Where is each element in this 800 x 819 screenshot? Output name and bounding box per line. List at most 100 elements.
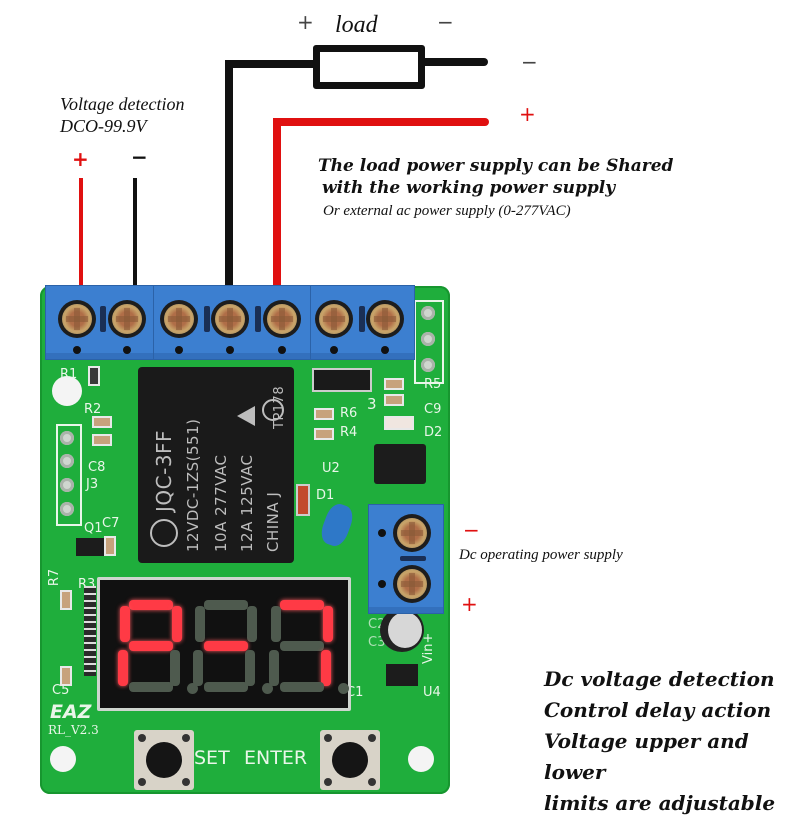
r2-resistor bbox=[92, 416, 112, 428]
relay-model: JQC-3FF bbox=[152, 429, 176, 512]
detection-positive-wire bbox=[79, 178, 83, 288]
detection-minus-sign: − bbox=[131, 145, 148, 169]
terminal-screw-output-1[interactable] bbox=[315, 300, 353, 338]
terminal-divider bbox=[100, 306, 106, 332]
terminal-screw-detection-minus[interactable] bbox=[108, 300, 146, 338]
terminal-divider bbox=[204, 306, 210, 332]
jumper bbox=[312, 368, 372, 392]
silk-c8: C8 bbox=[88, 460, 106, 475]
silk-version: RL_V2.3 bbox=[48, 723, 99, 737]
terminal-screw-dc-plus[interactable] bbox=[393, 565, 431, 603]
display-digit-2 bbox=[193, 600, 273, 694]
feature-item: Control delay action bbox=[544, 698, 772, 722]
terminal-wire-entry bbox=[378, 580, 386, 588]
terminal-divider bbox=[400, 556, 426, 561]
set-button[interactable] bbox=[134, 730, 194, 790]
r5-resistor bbox=[384, 378, 404, 390]
header-outline bbox=[414, 300, 444, 384]
button-pin bbox=[368, 734, 376, 742]
certification-triangle-icon bbox=[237, 406, 255, 426]
feature-item: Dc voltage detection bbox=[544, 667, 775, 691]
c7-capacitor bbox=[104, 536, 116, 556]
mounting-hole bbox=[408, 746, 434, 772]
decimal-point bbox=[187, 683, 198, 694]
mounting-hole bbox=[52, 376, 82, 406]
button-pin bbox=[138, 778, 146, 786]
segment-b bbox=[172, 606, 182, 642]
terminal-wire-entry bbox=[226, 346, 234, 354]
segment-d bbox=[129, 682, 173, 692]
button-pin bbox=[324, 734, 332, 742]
segment-e bbox=[118, 650, 128, 686]
seven-segment-display bbox=[97, 577, 351, 711]
silk-brand: EAZ bbox=[50, 701, 92, 723]
segment-a bbox=[280, 600, 324, 610]
display-digit-3 bbox=[269, 600, 349, 694]
segment-a bbox=[129, 600, 173, 610]
silk-u2: U2 bbox=[322, 461, 340, 476]
terminal-screw-detection-plus[interactable] bbox=[58, 300, 96, 338]
detection-negative-wire bbox=[133, 178, 137, 288]
terminal-divider bbox=[359, 306, 365, 332]
terminal-wire-entry bbox=[378, 529, 386, 537]
feature-item: Voltage upper and lower bbox=[544, 729, 749, 784]
silk-jumper-3: 3 bbox=[367, 395, 377, 413]
segment-g bbox=[204, 641, 248, 651]
segment-f bbox=[271, 606, 281, 642]
silk-c7: C7 bbox=[102, 516, 120, 531]
terminal-wire-entry bbox=[175, 346, 183, 354]
silk-r7: R7 bbox=[47, 568, 63, 587]
segment-e bbox=[269, 650, 279, 686]
decimal-point bbox=[262, 683, 273, 694]
supply-plus-sign: + bbox=[519, 102, 536, 126]
relay: JQC-3FF 12VDC-1ZS(551) 10A 277VAC 12A 12… bbox=[138, 367, 294, 563]
segment-e bbox=[193, 650, 203, 686]
voltage-detection-line2: DCO-99.9V bbox=[60, 116, 147, 136]
terminal-divider bbox=[255, 306, 261, 332]
load-power-note-line2: with the working power supply bbox=[322, 178, 616, 198]
u4-regulator bbox=[386, 664, 418, 686]
d1-diode bbox=[296, 484, 310, 516]
relay-origin: CHINA J bbox=[264, 491, 282, 552]
terminal-wire-entry bbox=[278, 346, 286, 354]
button-pin bbox=[138, 734, 146, 742]
segment-c bbox=[321, 650, 331, 686]
segment-a bbox=[204, 600, 248, 610]
load-output-wire bbox=[422, 58, 488, 66]
terminal-screw-relay-3[interactable] bbox=[263, 300, 301, 338]
load-minus-sign: − bbox=[437, 10, 454, 34]
voltage-detection-label: Voltage detection DCO-99.9V bbox=[60, 93, 184, 137]
supply-minus-sign: − bbox=[521, 50, 538, 74]
terminal-screw-output-2[interactable] bbox=[366, 300, 404, 338]
segment-f bbox=[195, 606, 205, 642]
r1-resistor bbox=[88, 366, 100, 386]
terminal-screw-relay-1[interactable] bbox=[160, 300, 198, 338]
button-pin bbox=[324, 778, 332, 786]
silk-j3: J3 bbox=[86, 477, 99, 492]
enter-button-cap[interactable] bbox=[332, 742, 368, 778]
load-power-note-line3: Or external ac power supply (0-277VAC) bbox=[323, 203, 571, 219]
load-negative-wire-horizontal bbox=[225, 60, 319, 68]
silk-r5: R5 bbox=[424, 377, 442, 392]
load-positive-wire-vertical bbox=[273, 118, 281, 288]
header-pin bbox=[421, 306, 435, 320]
terminal-screw-relay-2[interactable] bbox=[211, 300, 249, 338]
r7-resistor bbox=[60, 590, 72, 610]
d2-led bbox=[384, 416, 414, 430]
cqc-mark-icon bbox=[262, 399, 284, 421]
detection-plus-sign: + bbox=[72, 147, 89, 171]
segment-b bbox=[323, 606, 333, 642]
c8-capacitor bbox=[92, 434, 112, 446]
segment-d bbox=[204, 682, 248, 692]
relay-rating-1: 10A 277VAC bbox=[212, 454, 230, 552]
dc-plus-sign: + bbox=[461, 592, 478, 616]
segment-g bbox=[129, 641, 173, 651]
j3-pin bbox=[60, 478, 74, 492]
j3-pin bbox=[60, 454, 74, 468]
terminal-screw-dc-minus[interactable] bbox=[393, 514, 431, 552]
enter-button[interactable] bbox=[320, 730, 380, 790]
terminal-wire-entry bbox=[123, 346, 131, 354]
set-button-cap[interactable] bbox=[146, 742, 182, 778]
silk-d1: D1 bbox=[316, 488, 335, 503]
silk-q1: Q1 bbox=[84, 521, 103, 536]
